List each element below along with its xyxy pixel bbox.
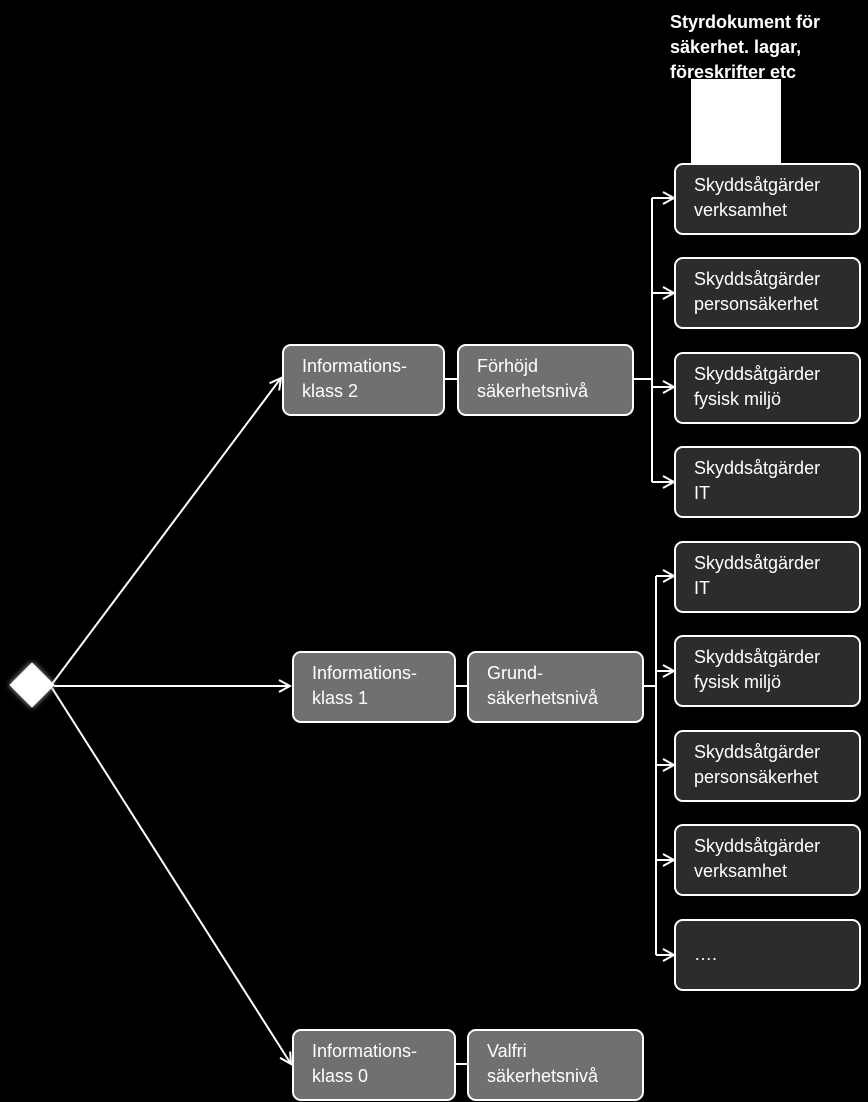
box-line: fysisk miljö (694, 672, 782, 692)
class-box-1: Informations- klass 1 (292, 651, 456, 723)
box-line: Förhöjd (477, 356, 539, 376)
box-line: säkerhetsnivå (477, 381, 589, 401)
level-box-forhojd: Förhöjd säkerhetsnivå (457, 344, 634, 416)
measure-box-upper-2: Skyddsåtgärder personsäkerhet (674, 257, 861, 329)
box-line: Informations- (312, 1041, 418, 1061)
box-line: säkerhetsnivå (487, 1066, 599, 1086)
header-white-block (691, 79, 781, 165)
box-line: Valfri (487, 1041, 527, 1061)
measure-box-lower-4: Skyddsåtgärder verksamhet (674, 824, 861, 896)
measure-box-lower-2: Skyddsåtgärder fysisk miljö (674, 635, 861, 707)
box-line: Informations- (302, 356, 408, 376)
box-line: säkerhetsnivå (487, 688, 599, 708)
level-box-grund: Grund- säkerhetsnivå (467, 651, 644, 723)
arrow-root-to-class2 (51, 378, 281, 685)
box-line: klass 1 (312, 688, 369, 708)
box-line: verksamhet (694, 200, 788, 220)
box-line: Skyddsåtgärder (694, 364, 821, 384)
class-box-0: Informations- klass 0 (292, 1029, 456, 1101)
measure-box-lower-3: Skyddsåtgärder personsäkerhet (674, 730, 861, 802)
box-line: IT (694, 483, 710, 503)
header-line: föreskrifter etc (670, 62, 797, 82)
box-line: Skyddsåtgärder (694, 836, 821, 856)
box-line: Informations- (312, 663, 418, 683)
measure-box-lower-1: Skyddsåtgärder IT (674, 541, 861, 613)
box-line: personsäkerhet (694, 767, 819, 787)
header-line: säkerhet. lagar, (670, 37, 802, 57)
box-line: klass 2 (302, 381, 359, 401)
measure-box-upper-4: Skyddsåtgärder IT (674, 446, 861, 518)
box-line: Grund- (487, 663, 544, 683)
measure-box-upper-1: Skyddsåtgärder verksamhet (674, 163, 861, 235)
box-line: Skyddsåtgärder (694, 742, 821, 762)
box-line: Skyddsåtgärder (694, 269, 821, 289)
measure-box-lower-5: …. (674, 919, 861, 991)
box-line: Skyddsåtgärder (694, 553, 821, 573)
box-line: Skyddsåtgärder (694, 175, 821, 195)
box-line: IT (694, 578, 710, 598)
arrow-root-to-class0 (51, 687, 291, 1064)
box-line: klass 0 (312, 1066, 369, 1086)
class-box-2: Informations- klass 2 (282, 344, 445, 416)
header-label: Styrdokument för säkerhet. lagar, föresk… (670, 10, 860, 85)
box-line: Skyddsåtgärder (694, 458, 821, 478)
level-box-valfri: Valfri säkerhetsnivå (467, 1029, 644, 1101)
box-line: verksamhet (694, 861, 788, 881)
box-line: …. (694, 944, 718, 964)
box-line: personsäkerhet (694, 294, 819, 314)
box-line: fysisk miljö (694, 389, 782, 409)
measure-box-upper-3: Skyddsåtgärder fysisk miljö (674, 352, 861, 424)
box-line: Skyddsåtgärder (694, 647, 821, 667)
header-line: Styrdokument för (670, 12, 821, 32)
